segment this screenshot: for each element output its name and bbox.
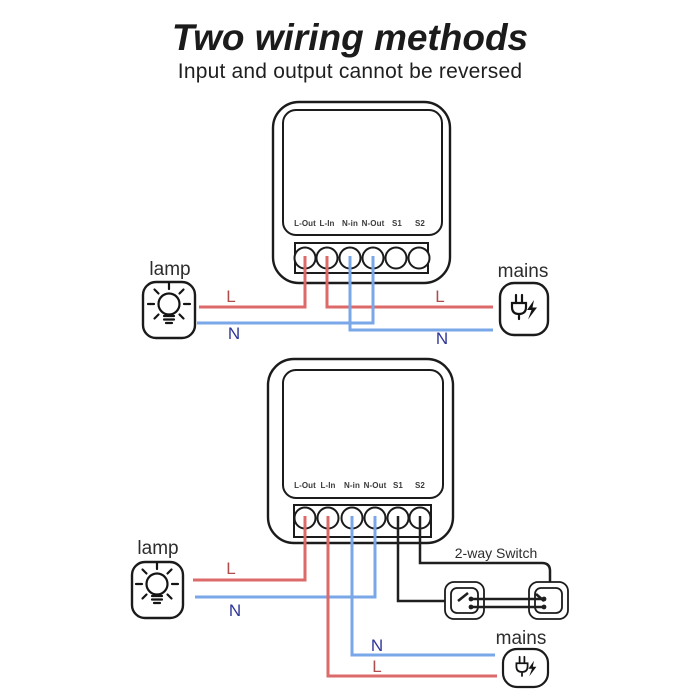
bulb-glass [145,572,169,596]
switch-face [534,587,563,614]
plug-body [510,301,528,321]
wire-neutral-mains-2 [350,516,495,657]
plug-icon [510,293,537,321]
neutral-label-lamp-2: N [229,601,241,620]
terminal-screw [407,246,431,270]
module-face [282,109,443,236]
terminal-label-nin: N-in [344,481,360,490]
wire-live-lamp-2 [193,516,307,582]
mains-label: mains [498,261,549,282]
wire-neutral-mains-1 [348,256,493,332]
terminal-label-nout: N-Out [364,481,387,490]
terminal-label-s1: S1 [393,481,403,490]
traveler-dot [468,596,474,602]
smart-switch-module-2: L-Out L-In N-in N-Out S1 S2 [266,357,455,545]
plug-prongs [514,293,524,305]
terminal-label-s2: S2 [415,481,425,490]
lamp-label: lamp [149,259,190,280]
page-subtitle: Input and output cannot be reversed [177,60,523,83]
two-way-switch-label: 2-way Switch [455,545,537,561]
live-label-lamp-1: L [226,287,235,306]
neutral-label-mains-2: N [371,636,383,655]
wire-live-mains-2 [326,516,497,678]
wire-s2-switch [418,516,552,591]
lamp-box [130,560,185,620]
diagram-method-1: L-Out L-In N-in N-Out S1 S2 L L [141,100,550,348]
lamp-label: lamp [137,538,178,559]
live-label-mains-2: L [372,657,381,676]
terminal-label-lout: L-Out [294,481,316,490]
bulb-rays [134,561,180,600]
bulb-base [162,314,176,325]
terminal-label-s1: S1 [392,219,402,228]
terminal-labels: L-Out L-In N-in N-Out S1 S2 [294,219,425,228]
bulb-rays [146,281,192,320]
terminal-label-nin: N-in [342,219,358,228]
header: Two wiring methods Input and output cann… [0,18,700,84]
terminal-label-lin: L-In [319,219,334,228]
bulb-base [150,594,164,605]
wire-s1-switch [396,516,449,603]
terminal-label-lin: L-In [320,481,335,490]
lightning-icon [527,300,537,320]
wire-live-lamp-1 [199,256,307,309]
switch-right [528,581,569,620]
live-label-mains-1: L [435,287,444,306]
traveler-dot [541,604,547,610]
plug-icon [515,655,537,677]
wire-neutral-lamp-2 [195,516,377,599]
bulb-icon [146,281,192,325]
switch-left [444,581,485,620]
terminal-label-s2: S2 [415,219,425,228]
switch-lever [457,592,469,602]
plug-prongs [518,655,526,665]
traveler-dot [541,596,547,602]
neutral-label-lamp-1: N [228,324,240,343]
wire-live-mains-1 [325,256,493,309]
terminal-label-nout: N-Out [362,219,385,228]
mains-box [498,281,550,337]
bulb-icon [134,561,180,605]
mains-label: mains [496,628,547,649]
smart-switch-module-1: L-Out L-In N-in N-Out S1 S2 [271,100,452,285]
terminal-screw [384,246,408,270]
lightning-icon [528,660,537,677]
wire-neutral-lamp-1 [197,256,375,325]
traveler-dot [468,604,474,610]
page-title: Two wiring methods [171,17,529,58]
neutral-label-mains-1: N [436,329,448,348]
bulb-glass [157,292,181,316]
plug-body [515,662,529,677]
lamp-box [141,280,197,340]
lamp-2: lamp [130,538,185,620]
terminal-labels: L-Out L-In N-in N-Out S1 S2 [294,481,425,490]
lamp-1: lamp [141,259,197,340]
traveler-wires [468,596,547,610]
two-way-switch: 2-way Switch [444,545,569,620]
switch-face [450,587,479,614]
mains-box [501,647,550,689]
module-face [282,369,444,499]
diagram-method-2: L-Out L-In N-in N-Out S1 S2 [130,357,569,689]
live-label-lamp-2: L [226,559,235,578]
mains-1: mains [498,261,550,337]
terminal-label-lout: L-Out [294,219,316,228]
mains-2: mains [496,628,550,689]
